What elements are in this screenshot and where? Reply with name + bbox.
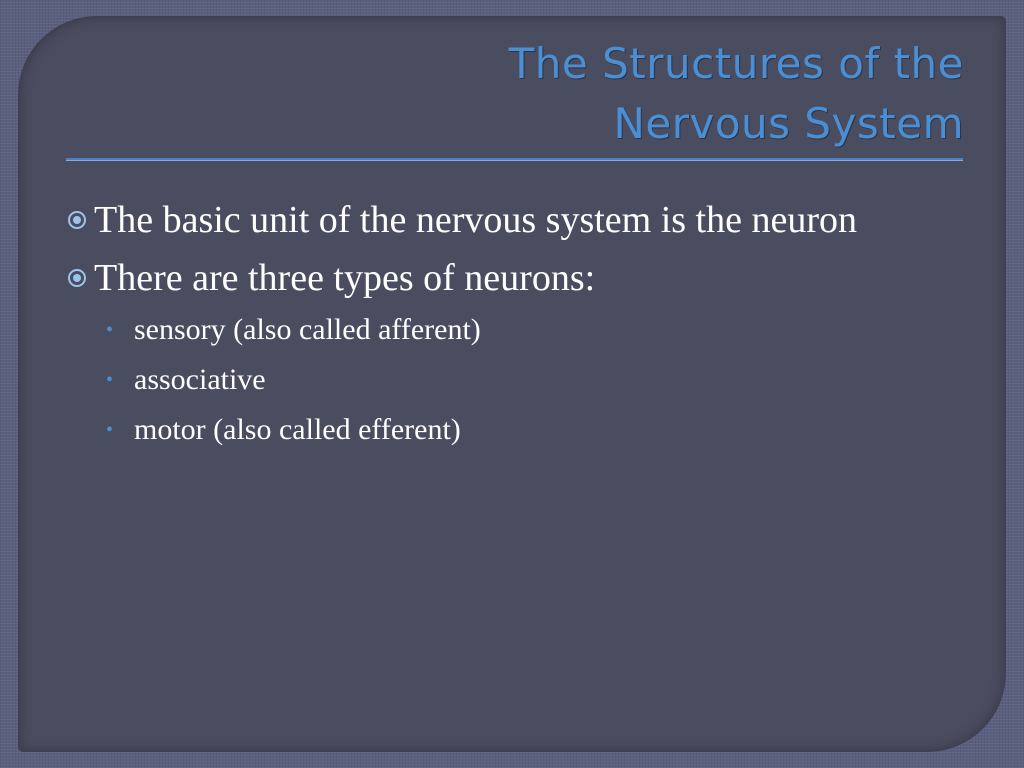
sub-bullet-item: • motor (also called efferent) [106,411,960,449]
sub-bullet-text: motor (also called efferent) [134,413,461,446]
slide-title: The Structures of the Nervous System [264,34,964,154]
sub-bullet-item: • associative [106,361,960,399]
title-divider [66,158,963,160]
slide-panel [19,17,1005,751]
circle-dot-icon [60,193,94,247]
small-dot-icon: • [106,319,114,341]
sub-bullet-list: • sensory (also called afferent) • assoc… [60,311,960,449]
bullet-item: The basic unit of the nervous system is … [60,193,960,247]
slide-title-line-1: The Structures of the [508,39,964,88]
sub-bullet-item: • sensory (also called afferent) [106,311,960,349]
sub-bullet-text: sensory (also called afferent) [134,313,481,346]
slide-content: The basic unit of the nervous system is … [60,193,960,461]
small-dot-icon: • [106,369,114,391]
slide-title-line-2: Nervous System [613,99,964,148]
bullet-text: There are three types of neurons: [94,257,596,299]
circle-dot-icon [60,251,94,305]
bullet-text: The basic unit of the nervous system is … [94,199,858,241]
bullet-item: There are three types of neurons: [60,251,960,305]
sub-bullet-text: associative [134,363,266,396]
small-dot-icon: • [106,419,114,441]
